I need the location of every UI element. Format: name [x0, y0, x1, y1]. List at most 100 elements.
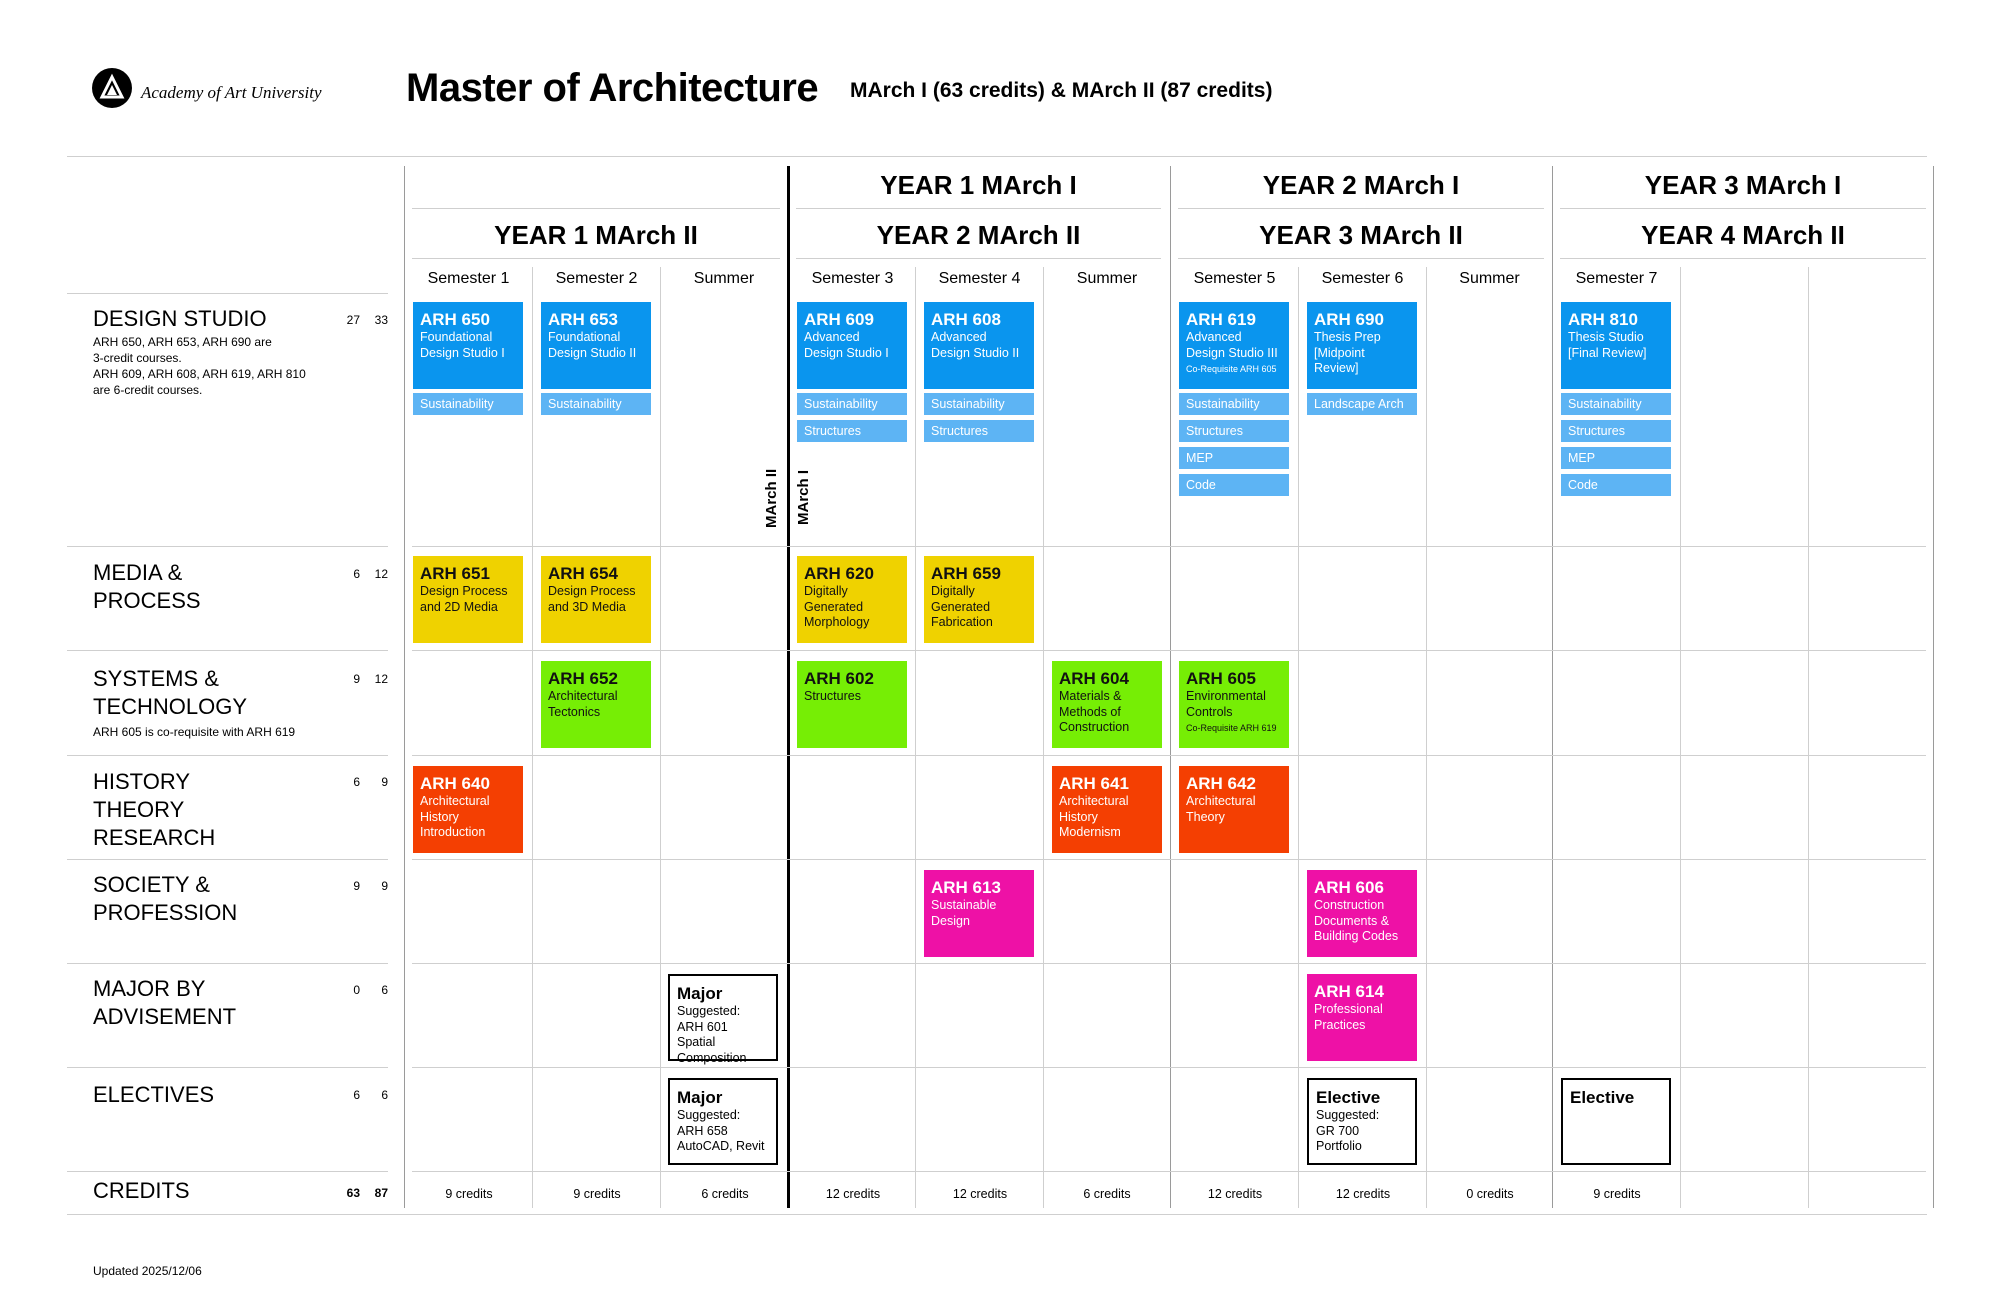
- header-rule: [412, 208, 780, 209]
- course-code: Elective: [1570, 1088, 1635, 1107]
- march1-credits: 6: [353, 1088, 360, 1102]
- march1-credits: 6: [353, 567, 360, 581]
- course-arh-614[interactable]: ARH 614 Professional Practices: [1307, 974, 1417, 1061]
- semester-header: Semester 1: [427, 270, 510, 287]
- row-rule: [412, 859, 1926, 860]
- course-arh-604[interactable]: ARH 604 Materials & Methods of Construct…: [1052, 661, 1162, 748]
- tag-code: Code: [1561, 474, 1671, 496]
- course-corequisite: Co-Requisite ARH 605: [1186, 364, 1277, 374]
- column-line: [1043, 267, 1044, 1208]
- course-arh-641[interactable]: ARH 641 Architectural History Modernism: [1052, 766, 1162, 853]
- semester-header: Semester 4: [938, 270, 1021, 287]
- course-arh-652[interactable]: ARH 652 Architectural Tectonics: [541, 661, 651, 748]
- march2-credits: 12: [374, 567, 388, 581]
- year-header: YEAR 2 MArch I: [1262, 170, 1460, 200]
- row-rule: [412, 1067, 1926, 1068]
- course-code: ARH 642: [1186, 774, 1256, 793]
- tag-sustainability: Sustainability: [924, 393, 1034, 415]
- row-rule: [412, 546, 1926, 547]
- semester-header: Semester 5: [1193, 270, 1276, 287]
- semester-credits: 12 credits: [1207, 1187, 1263, 1201]
- course-major-suggested-arh-601[interactable]: Major Suggested: ARH 601 Spatial Composi…: [668, 974, 778, 1065]
- semester-credits: 9 credits: [573, 1187, 621, 1201]
- course-name: Design Process and 2D Media: [420, 584, 508, 614]
- course-major-suggested-arh-658[interactable]: Major Suggested: ARH 658 AutoCAD, Revit: [668, 1078, 778, 1165]
- course-code: ARH 606: [1314, 878, 1384, 897]
- updated-date: Updated 2025/12/06: [93, 1264, 202, 1278]
- row-rule: [67, 755, 388, 756]
- row-rule: [67, 1067, 388, 1068]
- semester-header: Summer: [693, 270, 755, 287]
- semester-credits: 9 credits: [445, 1187, 493, 1201]
- march2-total-credits: 87: [374, 1186, 388, 1200]
- university-logo-icon: [92, 68, 132, 108]
- semester-credits: 6 credits: [701, 1187, 749, 1201]
- course-name: Architectural Theory: [1186, 794, 1256, 824]
- course-name: Suggested: GR 700 Portfolio: [1316, 1108, 1380, 1153]
- category-electives: ELECTIVES: [93, 1082, 215, 1107]
- year-header: YEAR 3 MArch I: [1644, 170, 1842, 200]
- course-code: ARH 652: [548, 669, 618, 688]
- category-systems-technology: SYSTEMS & TECHNOLOGY: [93, 666, 248, 719]
- march1-credits: 27: [346, 313, 360, 327]
- tag-structures: Structures: [797, 420, 907, 442]
- tag-structures: Structures: [1179, 420, 1289, 442]
- march1-credits: 0: [353, 983, 360, 997]
- semester-credits: 6 credits: [1083, 1187, 1131, 1201]
- march2-credits: 12: [374, 672, 388, 686]
- march1-total-credits: 63: [346, 1186, 360, 1200]
- course-code: ARH 609: [804, 310, 874, 329]
- course-code: ARH 602: [804, 669, 874, 688]
- course-arh-659[interactable]: ARH 659 Digitally Generated Fabrication: [924, 556, 1034, 643]
- course-elective[interactable]: Elective: [1561, 1078, 1671, 1165]
- course-arh-608[interactable]: ARH 608 Advanced Design Studio II: [924, 302, 1034, 389]
- course-name: Thesis Prep [Midpoint Review]: [1314, 330, 1381, 375]
- course-arh-620[interactable]: ARH 620 Digitally Generated Morphology: [797, 556, 907, 643]
- university-name: Academy of Art University: [141, 83, 322, 102]
- row-rule: [412, 650, 1926, 651]
- course-arh-605[interactable]: ARH 605 Environmental Controls Co-Requis…: [1179, 661, 1289, 748]
- category-design-studio: DESIGN STUDIO: [93, 306, 267, 331]
- tag-code: Code: [1179, 474, 1289, 496]
- column-line: [1426, 267, 1427, 1208]
- course-code: ARH 613: [931, 878, 1001, 897]
- course-code: ARH 619: [1186, 310, 1256, 329]
- course-arh-651[interactable]: ARH 651 Design Process and 2D Media: [413, 556, 523, 643]
- row-rule: [67, 859, 388, 860]
- tag-landscape-arch: Landscape Arch: [1307, 393, 1417, 415]
- course-arh-613[interactable]: ARH 613 Sustainable Design: [924, 870, 1034, 957]
- course-elective-suggested-gr-700[interactable]: Elective Suggested: GR 700 Portfolio: [1307, 1078, 1417, 1165]
- category-credits: CREDITS: [93, 1178, 190, 1203]
- year-header: YEAR 1 MArch I: [880, 170, 1077, 200]
- course-arh-653[interactable]: ARH 653 Foundational Design Studio II: [541, 302, 651, 389]
- course-name: Construction Documents & Building Codes: [1314, 898, 1399, 943]
- course-name: Sustainable Design: [931, 898, 997, 928]
- march1-credits: 6: [353, 775, 360, 789]
- course-arh-642[interactable]: ARH 642 Architectural Theory: [1179, 766, 1289, 853]
- column-line: [532, 267, 533, 1208]
- bottom-rule: [67, 1214, 1927, 1215]
- semester-credits: 0 credits: [1466, 1187, 1514, 1201]
- semester-header: Semester 7: [1575, 270, 1658, 287]
- march1-credits: 9: [353, 879, 360, 893]
- course-arh-810[interactable]: ARH 810 Thesis Studio [Final Review]: [1561, 302, 1671, 389]
- column-line: [1808, 267, 1809, 1208]
- course-code: ARH 659: [931, 564, 1001, 583]
- grid-separator: [1933, 166, 1934, 1208]
- course-arh-606[interactable]: ARH 606 Construction Documents & Buildin…: [1307, 870, 1417, 957]
- header-rule: [1178, 208, 1544, 209]
- header-rule: [1560, 208, 1926, 209]
- course-arh-690[interactable]: ARH 690 Thesis Prep [Midpoint Review]: [1307, 302, 1417, 389]
- tag-structures: Structures: [1561, 420, 1671, 442]
- course-arh-654[interactable]: ARH 654 Design Process and 3D Media: [541, 556, 651, 643]
- course-arh-619[interactable]: ARH 619 Advanced Design Studio III Co-Re…: [1179, 302, 1289, 389]
- course-name: Materials & Methods of Construction: [1059, 689, 1130, 734]
- course-arh-650[interactable]: ARH 650 Foundational Design Studio I: [413, 302, 523, 389]
- course-arh-602[interactable]: ARH 602 Structures: [797, 661, 907, 748]
- course-code: ARH 810: [1568, 310, 1638, 329]
- semester-header: Semester 6: [1321, 270, 1404, 287]
- column-line: [1680, 267, 1681, 1208]
- course-arh-609[interactable]: ARH 609 Advanced Design Studio I: [797, 302, 907, 389]
- course-arh-640[interactable]: ARH 640 Architectural History Introducti…: [413, 766, 523, 853]
- course-name: Structures: [804, 689, 861, 703]
